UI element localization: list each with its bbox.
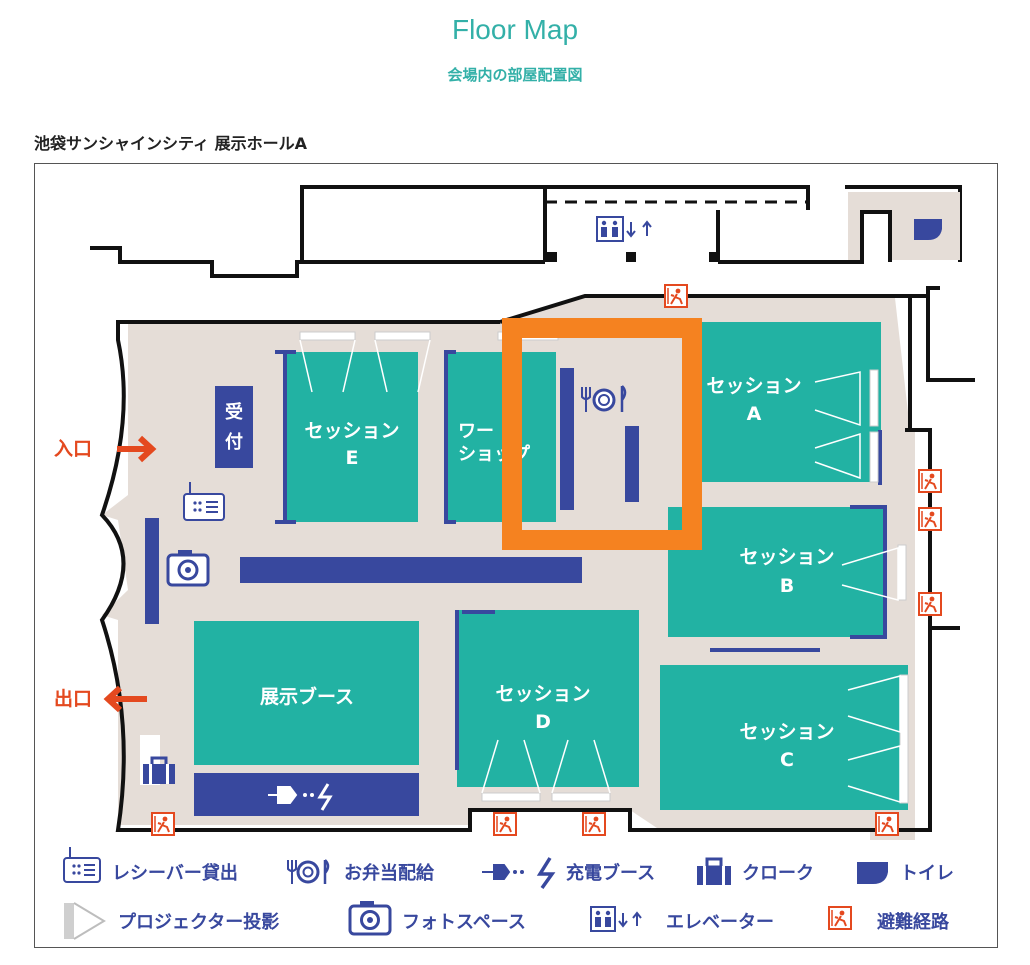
legend-label-cloak: クローク bbox=[742, 863, 814, 884]
bento-icon bbox=[581, 385, 627, 412]
room-exhibition-booth: 展示ブース bbox=[194, 621, 419, 765]
entrance-counter bbox=[145, 518, 159, 624]
bento-table bbox=[625, 426, 639, 502]
legend-elevator: エレベーター bbox=[590, 906, 774, 933]
legend-label-bento: お弁当配給 bbox=[344, 862, 435, 884]
room-label-session-d-1: セッション bbox=[495, 683, 590, 705]
exit-label: 出口 bbox=[54, 687, 92, 710]
room-label-session-a-1: セッション bbox=[706, 375, 801, 397]
room-label-workshop-1: ワー bbox=[458, 421, 494, 442]
room-label-session-c-2: C bbox=[780, 749, 794, 771]
legend-toilet: トイレ bbox=[857, 862, 954, 884]
reception-label-2: 付 bbox=[225, 431, 243, 453]
entrance-label: 入口 bbox=[54, 438, 92, 460]
venue-name: 池袋サンシャインシティ 展示ホールA bbox=[34, 134, 307, 153]
pillar bbox=[547, 252, 557, 262]
room-session-e: セッション E bbox=[275, 331, 431, 524]
room-label-session-a-2: A bbox=[747, 403, 762, 425]
legend-label-camera: フォトスペース bbox=[402, 912, 526, 933]
legend-label-evacuation: 避難経路 bbox=[877, 911, 950, 933]
room-label-session-e-1: セッション bbox=[304, 420, 399, 442]
reception-label-1: 受 bbox=[225, 401, 243, 423]
elevator-icon bbox=[596, 216, 652, 242]
room-label-session-e-2: E bbox=[346, 447, 359, 469]
evacuation-icon bbox=[664, 284, 688, 308]
toilet-icon bbox=[914, 219, 942, 240]
evacuation-icon bbox=[151, 812, 175, 836]
receiver-icon bbox=[183, 482, 225, 521]
legend-label-elevator: エレベーター bbox=[666, 912, 774, 933]
legend-bento: お弁当配給 bbox=[287, 859, 435, 884]
room-session-b: セッション B bbox=[668, 505, 907, 639]
room-label-session-b-1: セッション bbox=[739, 546, 834, 568]
room-label-session-b-2: B bbox=[780, 575, 794, 597]
room-session-a: セッション A bbox=[697, 322, 882, 485]
evacuation-icon bbox=[918, 507, 942, 531]
evacuation-icon bbox=[918, 592, 942, 616]
legend-label-receiver: レシーバー貸出 bbox=[112, 862, 238, 884]
pillar bbox=[709, 252, 719, 262]
pillar bbox=[626, 252, 636, 262]
legend-receiver: レシーバー貸出 bbox=[63, 847, 238, 884]
room-session-c: セッション C bbox=[660, 665, 909, 810]
highlight-box bbox=[502, 318, 702, 550]
legend-projector: プロジェクター投影 bbox=[64, 902, 279, 940]
cloak-icon bbox=[143, 756, 175, 784]
page-title: Floor Map bbox=[451, 14, 579, 45]
charging-station bbox=[194, 773, 419, 816]
evacuation-icon bbox=[875, 812, 899, 836]
reception-desk: 受 付 bbox=[215, 386, 253, 468]
legend-label-charging: 充電ブース bbox=[566, 862, 655, 884]
legend-evacuation: 避難経路 bbox=[828, 906, 950, 933]
restroom-door bbox=[860, 210, 892, 262]
bento-counter bbox=[560, 368, 574, 510]
legend: レシーバー貸出 お弁当配給 充電ブース クローク トイレ bbox=[63, 847, 954, 940]
upper-building-walls bbox=[90, 185, 962, 278]
entrance-arrow-icon bbox=[117, 435, 157, 463]
camera-icon bbox=[166, 550, 210, 587]
evacuation-icon bbox=[918, 469, 942, 493]
legend-label-toilet: トイレ bbox=[900, 863, 954, 884]
main-hall-walls bbox=[99, 286, 975, 832]
page-subtitle: 会場内の部屋配置図 bbox=[447, 66, 583, 84]
evacuation-icon bbox=[582, 812, 606, 836]
evacuation-icon bbox=[493, 812, 517, 836]
legend-cloak: クローク bbox=[697, 857, 814, 885]
map-frame bbox=[34, 163, 998, 948]
legend-charging: 充電ブース bbox=[482, 857, 655, 890]
room-session-d: セッション D bbox=[455, 610, 639, 802]
long-table bbox=[240, 557, 582, 583]
exit-arrow-icon bbox=[103, 685, 147, 713]
room-label-booth: 展示ブース bbox=[260, 685, 354, 708]
legend-label-projector: プロジェクター投影 bbox=[118, 911, 279, 933]
room-label-session-d-2: D bbox=[535, 711, 551, 733]
room-label-session-c-1: セッション bbox=[739, 721, 834, 743]
legend-camera: フォトスペース bbox=[348, 901, 526, 936]
